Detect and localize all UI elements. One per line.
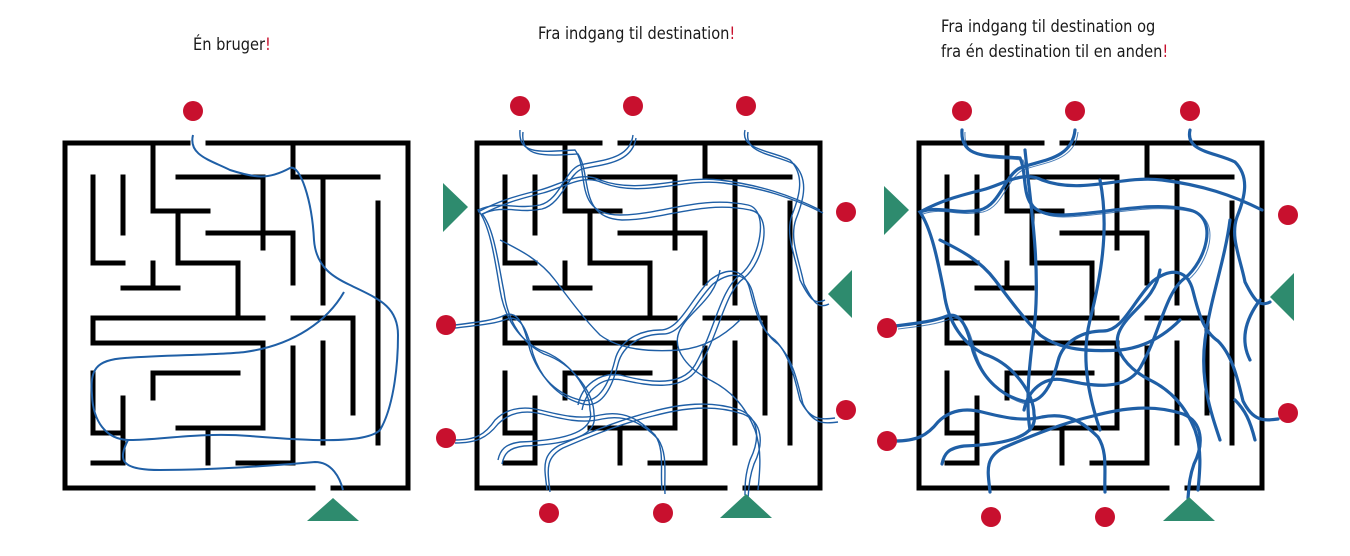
maze-3 [877,101,1298,527]
destination-dot-icon [653,503,673,523]
panel-2-title-line: Fra indgang til destination [538,24,730,44]
entrance-triangle-icon [1270,273,1294,321]
entrance-triangle-icon [1163,497,1215,521]
destination-dot-icon [436,315,456,335]
entrance-triangle-icon [884,186,909,235]
multi-user-paths [454,129,839,499]
panel-3-title-line-2: fra én destination til en anden [941,42,1163,62]
exclamation-mark: ! [264,35,271,55]
destination-dot-icon [877,431,897,451]
entrance-triangle-icon [307,498,359,521]
single-user-path [90,134,400,442]
panel-1-title-line: Én bruger [193,35,265,55]
destination-dot-icon [952,101,972,121]
destination-dot-icon [981,507,1001,527]
destination-dot-icon [1278,403,1298,423]
entrance-triangle-icon [443,183,468,232]
destination-dot-icon [436,428,456,448]
entrance-triangle-icon [828,270,852,318]
destination-dot-icon [877,318,897,338]
destination-dot-icon [623,96,643,116]
destination-dot-icon [183,101,203,121]
dense-user-paths [893,128,1280,500]
entrance-triangle-icon [720,494,772,518]
destination-dot-icon [1180,101,1200,121]
panel-3-title-line-1: Fra indgang til destination og [941,17,1156,37]
exclamation-mark: ! [729,24,736,44]
panel-1-title: Én bruger! [193,33,271,58]
panel-2-title: Fra indgang til destination! [538,22,735,47]
maze-1 [65,101,408,521]
destination-dot-icon [1065,101,1085,121]
destination-dot-icon [836,202,856,222]
destination-dot-icon [1278,205,1298,225]
destination-dot-icon [510,96,530,116]
destination-dot-icon [836,400,856,420]
destination-dot-icon [539,503,559,523]
destination-dot-icon [736,96,756,116]
destination-dot-icon [1095,507,1115,527]
single-user-path [121,439,344,491]
exclamation-mark: ! [1162,42,1169,62]
panel-3-title: Fra indgang til destination og fra én de… [941,15,1168,65]
maze-2 [436,96,856,523]
